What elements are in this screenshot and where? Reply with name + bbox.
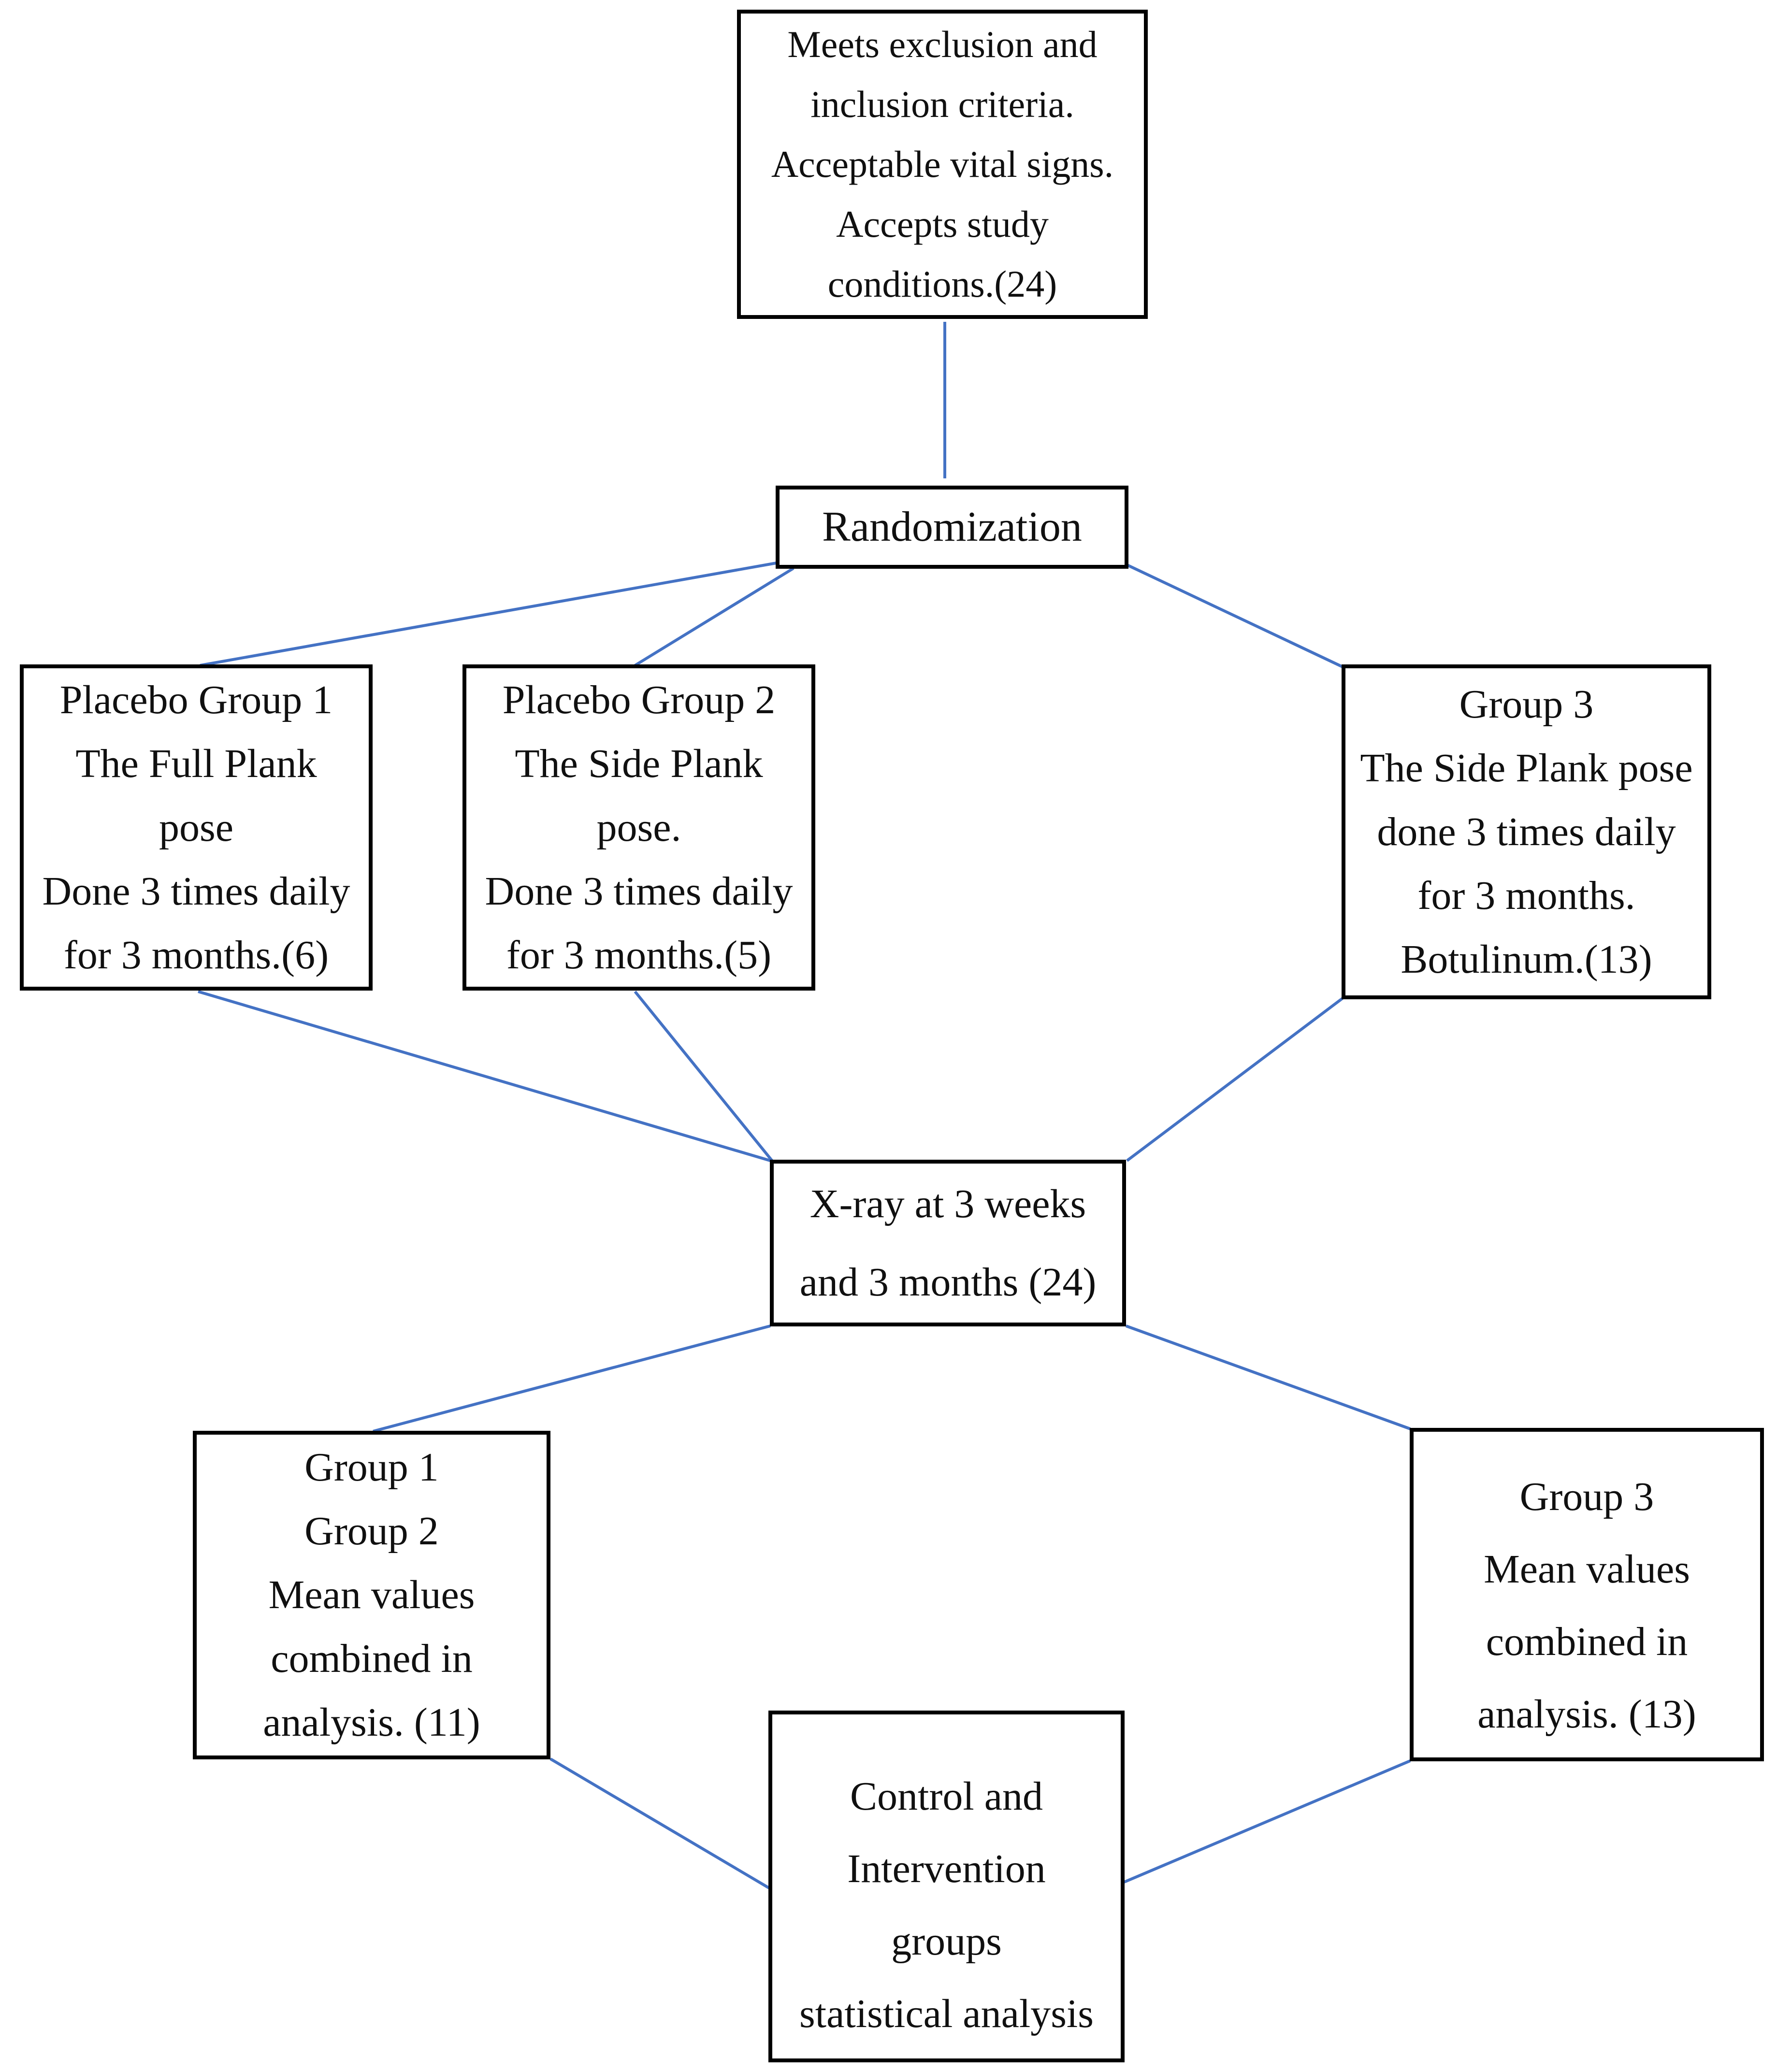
box-text-line: Group 2 [304, 1509, 439, 1554]
box-text-line: X-ray at 3 weeks [809, 1181, 1086, 1226]
box-text-line: Mean values [268, 1572, 475, 1617]
connector-placebo2-xray [634, 991, 775, 1163]
randomization-box: Randomization [776, 486, 1128, 569]
box-text-line: Group 3 [1459, 681, 1594, 727]
box-text-line: The Side Plank [515, 741, 763, 786]
box-text-line: combined in [1486, 1619, 1688, 1664]
box-text-line: The Full Plank [75, 741, 317, 786]
box-text-line: Meets exclusion and [787, 23, 1098, 65]
connector-randomization-placebo2 [634, 567, 795, 667]
statistical-analysis-box: Control and Intervention groups statisti… [768, 1711, 1125, 2062]
connector-combined3-stats [1123, 1759, 1411, 1884]
box-text-line: Placebo Group 1 [59, 677, 333, 722]
box-text-line: Group 3 [1519, 1474, 1654, 1519]
connector-randomization-placebo1 [200, 561, 777, 667]
box-text-line: Done 3 times daily [485, 868, 793, 914]
group-3-box: Group 3 The Side Plank pose done 3 times… [1342, 664, 1711, 999]
box-text-line: Group 1 [304, 1445, 439, 1490]
eligibility-box: Meets exclusion and inclusion criteria. … [737, 10, 1148, 319]
box-text-line: The Side Plank pose [1360, 745, 1693, 791]
box-text-line: groups [891, 1919, 1002, 1964]
connector-group3-xray [1126, 997, 1344, 1162]
box-text-line: analysis. (13) [1477, 1692, 1696, 1737]
box-text-line: conditions.(24) [827, 263, 1057, 305]
box-text-line: for 3 months. [1417, 873, 1635, 918]
box-text-line: Control and [850, 1774, 1043, 1819]
placebo-group-1-box: Placebo Group 1 The Full Plank pose Done… [20, 664, 373, 991]
box-text-line: analysis. (11) [263, 1700, 480, 1745]
groups-1-2-combined-box: Group 1 Group 2 Mean values combined in … [193, 1431, 550, 1759]
box-text-line: Placebo Group 2 [502, 677, 776, 722]
connector-xray-combined12 [373, 1324, 771, 1433]
box-text-line: done 3 times daily [1377, 809, 1676, 854]
group-3-combined-box: Group 3 Mean values combined in analysis… [1410, 1428, 1764, 1761]
box-text-line: Botulinum.(13) [1401, 936, 1652, 982]
box-text-line: for 3 months.(6) [63, 932, 329, 978]
connector-xray-combined3 [1125, 1324, 1411, 1430]
box-text-line: pose [159, 805, 233, 850]
placebo-group-2-box: Placebo Group 2 The Side Plank pose. Don… [462, 664, 815, 991]
box-text-line: combined in [271, 1636, 473, 1681]
box-text-line: Randomization [822, 504, 1082, 550]
box-text-line: pose. [596, 805, 681, 850]
box-text-line: Accepts study [836, 203, 1049, 245]
box-text-line: statistical analysis [799, 1991, 1094, 2036]
box-text-line: for 3 months.(5) [506, 932, 772, 978]
box-text-line: inclusion criteria. [810, 83, 1074, 125]
box-text-line: and 3 months (24) [799, 1259, 1097, 1305]
connector-randomization-group3 [1127, 564, 1344, 668]
connector-combined12-stats [549, 1757, 770, 1889]
box-text-line: Done 3 times daily [42, 868, 350, 914]
box-text-line: Mean values [1484, 1547, 1690, 1592]
box-text-line: Acceptable vital signs. [771, 143, 1114, 185]
box-text-line: Intervention [847, 1846, 1046, 1891]
xray-box: X-ray at 3 weeks and 3 months (24) [770, 1160, 1126, 1326]
connector-placebo1-xray [198, 990, 771, 1162]
